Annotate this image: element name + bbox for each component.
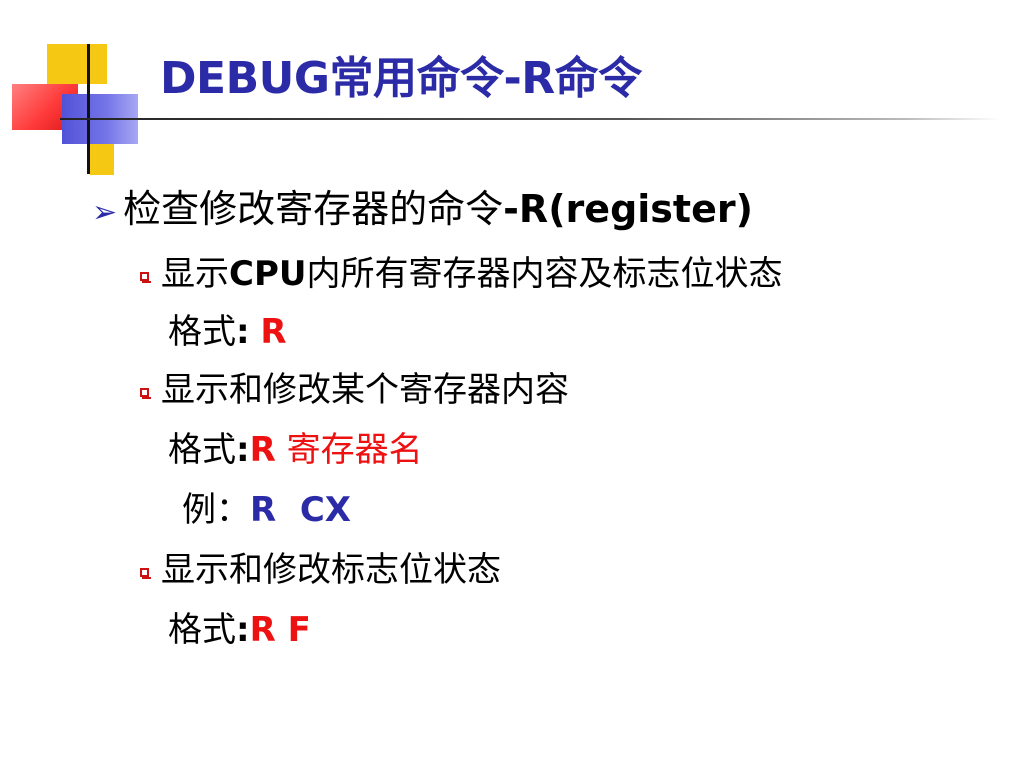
format-colon: : xyxy=(236,610,250,650)
example-line: 例：R CX xyxy=(182,482,351,531)
sub-bullet-1-text-pre: 显示 xyxy=(161,254,229,294)
format-label: 格式 xyxy=(168,430,236,470)
format-label: 格式 xyxy=(168,610,236,650)
sub-bullet-3-text: 显示和修改标志位状态 xyxy=(161,550,501,590)
main-bullet-code: -R(register) xyxy=(503,187,753,231)
square-bullet-icon xyxy=(140,568,151,579)
format-line-3: 格式:R F xyxy=(168,602,311,651)
example-value: R CX xyxy=(250,490,352,530)
format-label: 格式 xyxy=(168,312,236,352)
main-bullet-text: 检查修改寄存器的命令 xyxy=(123,187,504,231)
sub-bullet-1-text-bold: CPU xyxy=(229,254,307,294)
format-line-2: 格式:R 寄存器名 xyxy=(168,422,423,471)
square-bullet-icon xyxy=(140,388,151,399)
example-label: 例： xyxy=(182,490,250,530)
arrow-bullet-icon: ➢ xyxy=(92,195,118,230)
sub-bullet-3: 显示和修改标志位状态 xyxy=(140,542,501,591)
sub-bullet-2-text: 显示和修改某个寄存器内容 xyxy=(161,370,569,410)
decor-yellow-square xyxy=(47,44,107,84)
sub-bullet-2: 显示和修改某个寄存器内容 xyxy=(140,362,569,411)
sub-bullet-1: 显示CPU内所有寄存器内容及标志位状态 xyxy=(140,246,782,295)
slide-title: DEBUG常用命令-R命令 xyxy=(160,53,642,104)
format-colon: : xyxy=(236,312,250,352)
square-bullet-icon xyxy=(140,272,151,283)
decor-vertical-line xyxy=(87,44,90,174)
format-value: R F xyxy=(249,610,311,650)
format-colon: : xyxy=(236,430,250,470)
main-bullet: ➢检查修改寄存器的命令-R(register) xyxy=(92,178,753,233)
format-value: R xyxy=(260,312,287,352)
format-value-rest: 寄存器名 xyxy=(286,430,423,470)
sub-bullet-1-text-post: 内所有寄存器内容及标志位状态 xyxy=(306,254,783,294)
title-underline xyxy=(60,118,1000,120)
format-line-1: 格式: R xyxy=(168,304,287,353)
format-value: R xyxy=(249,430,276,470)
